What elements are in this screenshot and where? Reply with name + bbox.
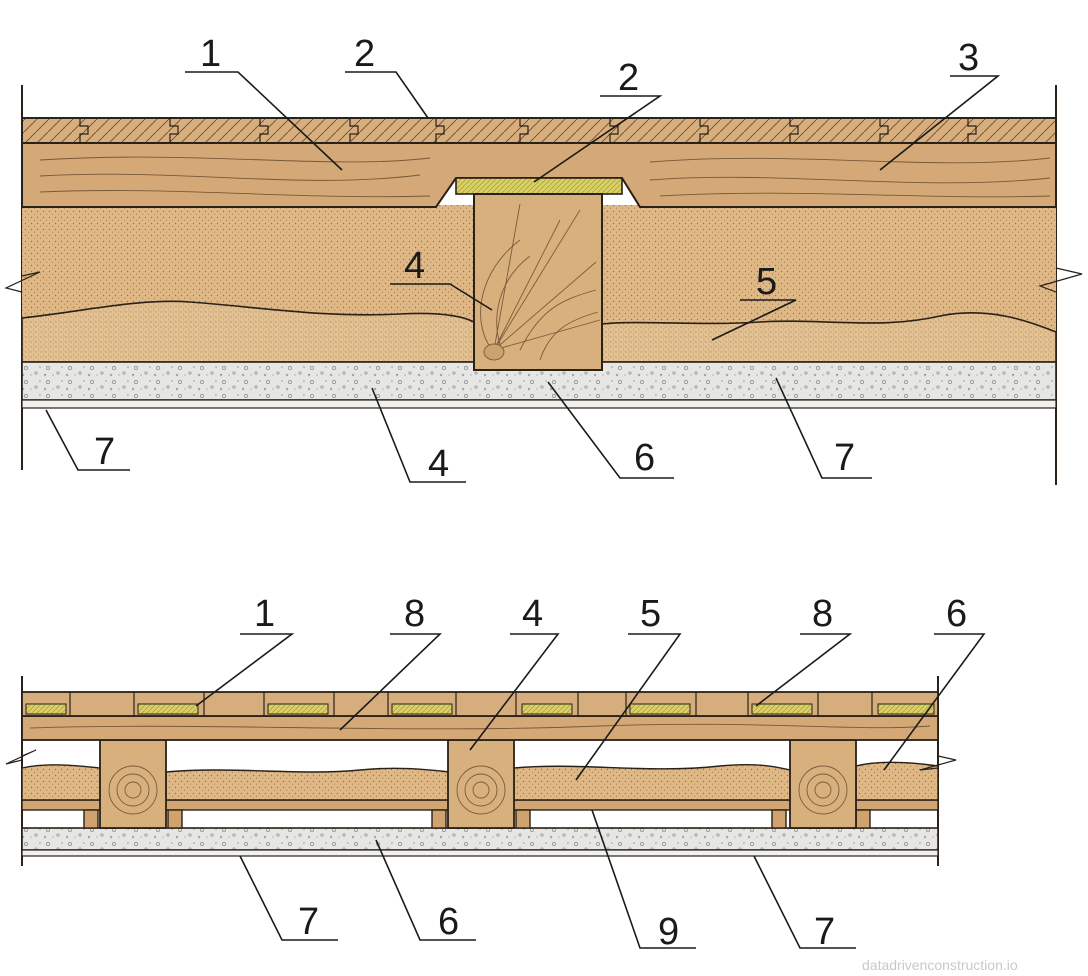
waterproofing-layer xyxy=(21,399,1057,409)
callout-bottom-8a: 8 xyxy=(404,593,425,635)
joist-1 xyxy=(99,739,167,829)
support-blocks xyxy=(83,809,871,829)
joist-3 xyxy=(789,739,857,829)
joist-2 xyxy=(447,739,515,829)
callout-top-2a: 2 xyxy=(354,33,375,75)
backfill-bottom-3 xyxy=(513,763,791,801)
sand-layer-right xyxy=(601,312,1057,363)
watermark: datadrivenconstruction.io xyxy=(862,957,1018,973)
sand-layer xyxy=(21,300,475,363)
callout-top-7a: 7 xyxy=(94,431,115,473)
joists-bottom xyxy=(99,739,857,829)
finish-board-joints xyxy=(69,692,873,716)
callout-bottom-7b: 7 xyxy=(814,911,835,953)
callout-top-5: 5 xyxy=(756,261,777,303)
callout-top-2b: 2 xyxy=(618,57,639,99)
break-mark-left-bottom xyxy=(5,749,37,765)
callout-top-3: 3 xyxy=(958,37,979,79)
callout-bottom-6b: 6 xyxy=(438,901,459,943)
callout-top-6: 6 xyxy=(634,437,655,479)
callout-bottom-9: 9 xyxy=(658,911,679,953)
callout-bottom-1: 1 xyxy=(254,593,275,635)
callout-bottom-6a: 6 xyxy=(946,593,967,635)
joist-end-grain xyxy=(480,203,601,361)
backfill-bottom-4 xyxy=(855,761,939,801)
bottom-leader-lines xyxy=(195,633,986,949)
tongue-groove-joints xyxy=(79,118,977,143)
callout-bottom-5: 5 xyxy=(640,593,661,635)
bottom-section: 1 8 4 5 8 6 7 6 9 7 xyxy=(5,593,986,953)
callout-top-4a: 4 xyxy=(404,245,425,287)
finish-floor-boards xyxy=(21,117,1057,144)
callout-top-7b: 7 xyxy=(834,437,855,479)
waterproofing-layer-bottom xyxy=(21,849,939,857)
break-mark-left xyxy=(4,271,41,293)
insulation-strips-bottom xyxy=(25,703,935,715)
backfill-bottom-2 xyxy=(165,767,451,801)
callout-top-4b: 4 xyxy=(428,443,449,485)
callout-bottom-4: 4 xyxy=(522,593,543,635)
callout-top-1: 1 xyxy=(200,33,221,75)
concrete-slab-bottom xyxy=(21,827,939,851)
callout-bottom-8b: 8 xyxy=(812,593,833,635)
break-mark-right-bottom xyxy=(919,755,957,771)
backfill-bottom xyxy=(21,764,101,801)
insulation-pad xyxy=(455,177,623,195)
callout-bottom-7a: 7 xyxy=(298,901,319,943)
top-leader-lines xyxy=(45,71,1001,483)
break-mark-right xyxy=(1038,267,1083,293)
top-section: 1 2 2 3 4 5 7 4 6 7 xyxy=(4,33,1083,485)
